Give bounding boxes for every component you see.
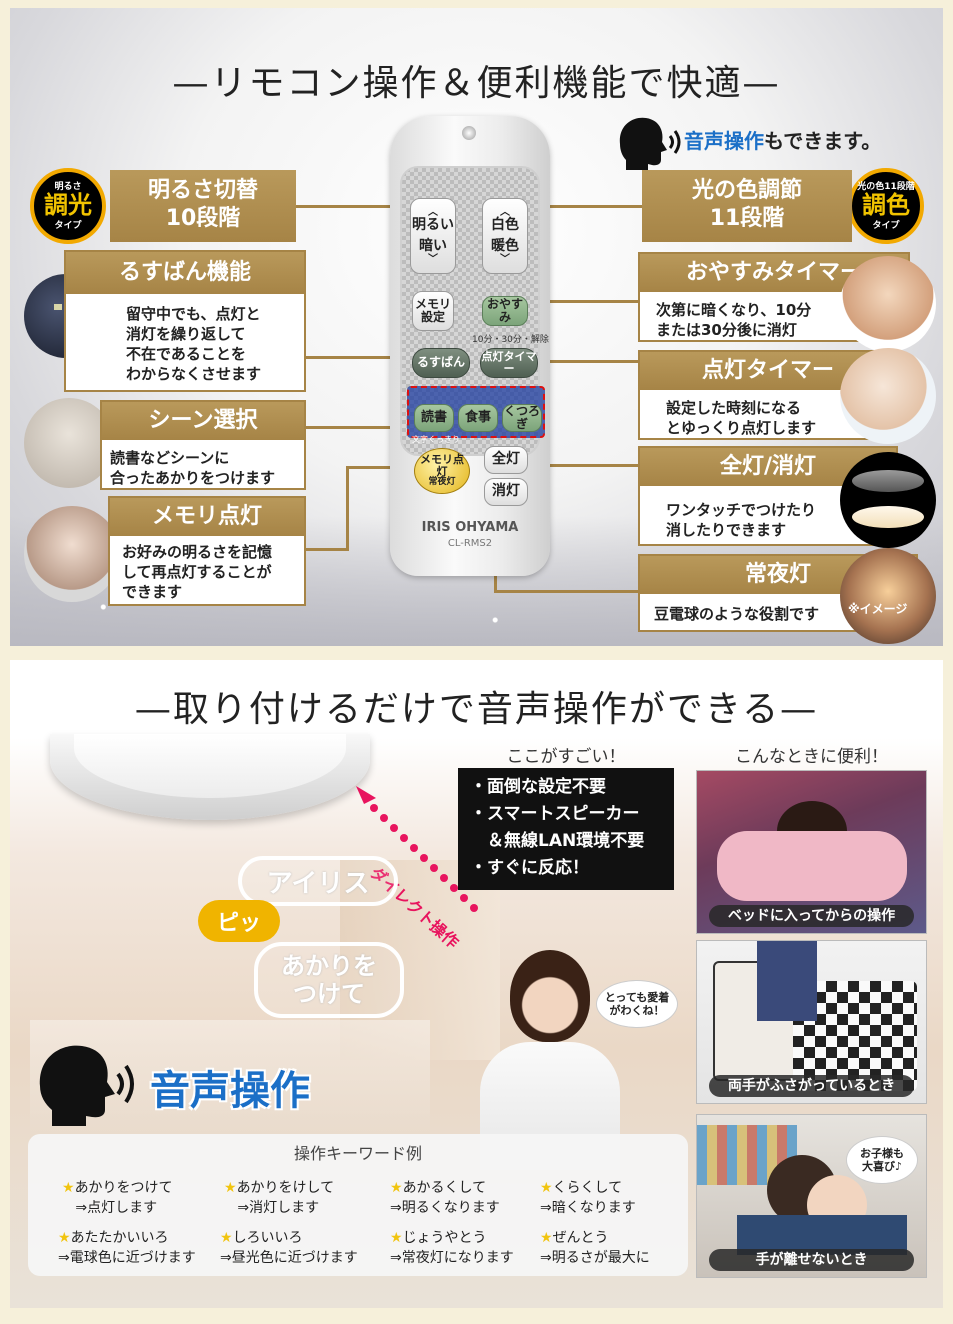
rusuban-label: るすばん機能	[66, 252, 304, 294]
usecase-caption-childcare: 手が離せないとき	[709, 1249, 914, 1271]
connector-line	[306, 356, 408, 359]
highlight-list: ・面倒な設定不要 ・スマートスピーカー ＆無線LAN環境不要 ・すぐに反応！	[458, 768, 674, 890]
scene-box: シーン選択 読書などシーンに 合ったあかりをつけます	[100, 400, 306, 490]
voice-control-panel: —取り付けるだけで音声操作ができる— ダイレクト操作 アイリス ピッ あかりをつ…	[10, 660, 943, 1308]
connector-line	[306, 426, 396, 429]
direct-arrow-icon	[356, 786, 478, 912]
sleeping-woman-photo	[840, 256, 936, 352]
usecase-heading: こんなときに便利！	[735, 747, 888, 767]
ir-sensor	[462, 126, 476, 140]
night-light-desc: 豆電球のような役割です	[654, 605, 820, 623]
connector-line	[346, 466, 408, 469]
connector-line	[530, 205, 642, 208]
reading-scene-button[interactable]: 読書	[414, 404, 454, 432]
connector-line	[530, 464, 638, 467]
clear-text-label: 文字くっきり	[412, 435, 460, 444]
rusuban-button[interactable]: るすばん	[412, 348, 470, 378]
brightness-label: 明るさ切替 10段階	[110, 170, 296, 242]
rusuban-desc: 留守中でも、点灯と 消灯を繰り返して 不在であることを わからなくさせます	[126, 305, 262, 383]
hands-full-usecase-photo: 両手がふさがっているとき	[696, 940, 927, 1104]
iris-speech-bubble: アイリス	[238, 856, 398, 906]
sleep-button[interactable]: おやすみ	[482, 296, 528, 326]
keyword-examples-box: 操作キーワード例 ★あかりをつけて ⇒点灯します ★あかりをけして ⇒消灯します…	[28, 1134, 688, 1276]
all-light-desc: ワンタッチでつけたり 消したりできます	[666, 501, 817, 539]
light-color-label: 光の色調節 11段階	[642, 170, 852, 242]
brand-logo-text: IRIS OHYAMA	[421, 520, 519, 535]
on-timer-desc: 設定した時刻になる とゆっくり点灯します	[666, 399, 817, 437]
color-button[interactable]: ︿白色暖色﹀	[482, 198, 528, 274]
connector-line	[530, 300, 638, 303]
night-light-photo	[840, 548, 936, 644]
memory-label: メモリ点灯	[110, 498, 304, 536]
scene-desc: 読書などシーンに 合ったあかりをつけます	[110, 449, 276, 487]
speaking-head-icon	[619, 117, 681, 170]
keyword-heading: 操作キーワード例	[293, 1144, 422, 1163]
voice-section-title: —取り付けるだけで音声操作ができる—	[134, 689, 819, 730]
image-note: ※イメージ	[848, 602, 908, 616]
connector-line	[346, 466, 349, 551]
dimming-type-badge: 明るさ 調光 タイプ	[30, 168, 106, 244]
keyword-item: ★あたたかいいろ⇒電球色に近づけます	[58, 1230, 196, 1266]
color-type-badge: 光の色11段階 調色 タイプ	[848, 168, 924, 244]
light-on-speech-bubble: あかりをつけて	[254, 942, 404, 1018]
usecase-caption-bed: ベッドに入ってからの操作	[709, 905, 914, 927]
keyword-item: ★ぜんとう⇒明るさが最大に	[540, 1230, 650, 1266]
scene-label: シーン選択	[102, 402, 304, 440]
brightness-button[interactable]: ︿明るい暗い﹀	[410, 198, 456, 274]
on-timer-button[interactable]: 点灯タイマー	[480, 348, 538, 378]
ceiling-light	[50, 734, 370, 820]
connector-line	[530, 360, 638, 363]
speaking-head-icon	[39, 1045, 134, 1126]
memory-on-button[interactable]: メモリ点灯常夜灯	[414, 448, 470, 494]
off-button[interactable]: 消灯	[484, 478, 528, 506]
voice-note-rest: もできます。	[764, 129, 882, 153]
remote-control: ︿明るい暗い﹀ ︿白色暖色﹀ メモリ設定 おやすみ 10分・30分・解除 るすば…	[390, 116, 550, 576]
keyword-item: ★あかりをつけて ⇒点灯します	[62, 1180, 173, 1216]
timer-options-text: 10分・30分・解除	[472, 335, 549, 345]
voice-control-note: 音声操作もできます。	[684, 125, 881, 154]
rusuban-box: るすばん機能 留守中でも、点灯と 消灯を繰り返して 不在であることを わからなく…	[64, 250, 306, 392]
model-number: CL-RMS2	[447, 538, 493, 549]
sleep-timer-desc: 次第に暗くなり、10分 または30分後に消灯	[656, 301, 812, 339]
remote-section-title: —リモコン操作＆便利機能で快適—	[172, 63, 781, 104]
all-on-button[interactable]: 全灯	[484, 446, 528, 474]
memory-box: メモリ点灯 お好みの明るさを記憶 して再点灯することが できます	[108, 496, 306, 606]
usecase-caption-hands: 両手がふさがっているとき	[709, 1075, 914, 1097]
memory-set-button[interactable]: メモリ設定	[412, 291, 454, 331]
smiling-woman-photo	[24, 506, 120, 602]
keyword-item: ★しろいいろ⇒昼光色に近づけます	[220, 1230, 358, 1266]
ceiling-light-onoff-photo	[840, 452, 936, 548]
kid-speech-bubble: お子様も大喜び♪	[846, 1136, 918, 1184]
childcare-usecase-photo: 手が離せないとき	[696, 1114, 927, 1278]
connector-line	[306, 548, 346, 551]
relax-scene-button[interactable]: くつろぎ	[502, 403, 542, 432]
pip-sound-bubble: ピッ	[198, 900, 280, 942]
keyword-item: ★あかるくして⇒明るくなります	[390, 1180, 500, 1216]
keyword-item: ★くらくして⇒暗くなります	[540, 1180, 636, 1216]
voice-note-accent: 音声操作	[684, 129, 764, 153]
woman-speech-bubble: とっても愛着がわくね！	[596, 980, 678, 1028]
keyword-item: ★あかりをけして ⇒消灯します	[224, 1180, 335, 1216]
connector-line	[494, 590, 638, 593]
memory-desc: お好みの明るさを記憶 して再点灯することが できます	[122, 543, 273, 601]
remote-features-panel: —リモコン操作＆便利機能で快適— 音声操作もできます。 明るさ 調光 タイプ 光…	[10, 8, 943, 646]
keyword-item: ★じょうやとう⇒常夜灯になります	[390, 1230, 514, 1266]
bed-usecase-photo: ベッドに入ってからの操作	[696, 770, 927, 934]
voice-operation-label: 音声操作	[150, 1068, 310, 1114]
meal-scene-button[interactable]: 食事	[458, 404, 498, 432]
waking-woman-photo	[840, 348, 936, 444]
connector-line	[296, 205, 408, 208]
reading-woman-photo	[24, 398, 114, 488]
highlight-heading: ここがすごい！	[506, 747, 626, 767]
